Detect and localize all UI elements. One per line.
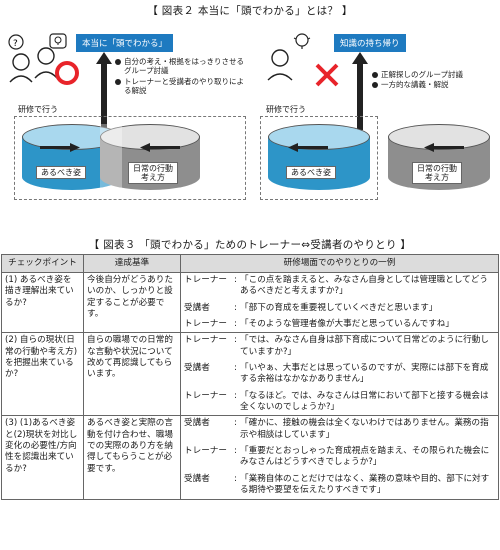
table-row: (1) あるべき姿を描き理解出来ているか? 今後自分がどうありたいのか、しっかり… [1, 271, 499, 334]
speaker: トレーナー [184, 390, 227, 401]
utterance: 「では、みなさん自身は部下育成について日常どのように行動していますか?」 [240, 335, 489, 357]
bullet-item: 一方的な講義・解説 [372, 80, 498, 89]
speaker: トレーナー [184, 319, 227, 330]
criterion-cell: 自らの職場での日常的な言動や状況について改めて再認識してもらいます。 [83, 332, 181, 417]
utterance: 「部下の育成を重要視していくべきだと思います」 [240, 302, 438, 313]
bullet-item: 正解探しのグループ討議 [372, 70, 498, 79]
exchange-line: 受講者:「確かに、接触の機会は全くないわけではありません。業務の指示や相談はして… [184, 418, 495, 441]
exchange-line: トレーナー:「なるほど。では、みなさんは日常において部下と接する機会は全くないの… [184, 391, 495, 414]
right-arrow-icon [40, 143, 80, 152]
speaker: 受講者 [184, 473, 210, 484]
checkpoint-cell: (3) (1)あるべき姿と(2)現状を対比し変化の必要性/方向性を認識出来ている… [1, 415, 84, 500]
cylinder-label-line2: 考え方 [425, 173, 449, 183]
table-row: (3) (1)あるべき姿と(2)現状を対比し変化の必要性/方向性を認識出来ている… [1, 415, 499, 500]
speaker: 受講者 [184, 418, 210, 429]
overlap-region [100, 124, 122, 190]
colon: : [234, 363, 237, 374]
bullet-list-right: 正解探しのグループ討議 一方的な講義・解説 [372, 70, 498, 91]
bullet-item: 自分の考え・根拠をはっきりさせるグループ討議 [115, 57, 247, 76]
bullet-list-left: 自分の考え・根拠をはっきりさせるグループ討議 トレーナーと受講者のやり取りによる… [115, 57, 247, 97]
exchange-line: 受講者:「いやぁ、大事だとは思っているのですが、実際には部下を育成する余裕はなか… [184, 363, 495, 386]
colon: : [234, 275, 237, 285]
table-header-row: チェックポイント 達成基準 研修場面でのやりとりの一例 [1, 254, 499, 273]
cylinder-label-line1: 日常の行動 [417, 164, 457, 173]
exchange-line: トレーナー:「そのような管理者像が大事だと思っているんですね」 [184, 319, 495, 330]
cylinder-label-line2: 考え方 [141, 173, 165, 183]
figure2-title: 【 図表２ 本当に「頭でわかる」とは？ 】 [147, 5, 353, 17]
colon: : [234, 302, 237, 313]
exchange-line: 受講者:「部下の育成を重要視していくべきだと思います」 [184, 303, 495, 314]
exchange-line: トレーナー:「この点を踏まえると、みなさん自身としては管理職としてどうあるべきだ… [184, 275, 495, 298]
header-exchange: 研修場面でのやりとりの一例 [180, 254, 499, 273]
cylinder-daily [388, 124, 490, 190]
bullet-item: トレーナーと受講者のやり取りによる解説 [115, 77, 247, 96]
exchange-line: トレーナー:「では、みなさん自身は部下育成について日常どのように行動していますか… [184, 335, 495, 358]
table-row: (2) 自らの現状(日常の行動や考え方)を把握出来ているか? 自らの職場での日常… [1, 332, 499, 417]
utterance: 「確かに、接触の機会は全くないわけではありません。業務の指示や相談はしています」 [240, 418, 489, 440]
cylinder-label-ideal: あるべき姿 [286, 166, 336, 180]
cross-mark-icon [314, 62, 340, 88]
exchange-cell: トレーナー:「では、みなさん自身は部下育成について日常どのように行動していますか… [180, 332, 499, 417]
circle-mark-icon [54, 60, 80, 86]
utterance: 「業務自体のことだけではなく、業務の意味や目的、部下に対する期待や要望を伝えたり… [240, 473, 490, 496]
colon: : [234, 319, 237, 330]
speaker: トレーナー [184, 446, 227, 457]
cylinder-label-line1: 日常の行動 [133, 164, 173, 173]
cylinder-label-ideal: あるべき姿 [36, 166, 86, 180]
left-arrow-icon [288, 143, 328, 152]
colon: : [234, 473, 237, 484]
criterion-cell: あるべき姿と実際の言動を付け合わせ、職場での実際のあり方を納得してもらうことが必… [83, 415, 181, 500]
cylinder-label-daily: 日常の行動 考え方 [412, 162, 462, 185]
utterance: 「重要だとおっしゃった育成視点を踏まえ、その限られた機会にみなさんはどうすべきで… [240, 446, 490, 468]
speaker: 受講者 [184, 363, 210, 374]
cylinder-ideal [268, 124, 370, 190]
svg-text:?: ? [13, 39, 18, 49]
speaker: 受講者 [184, 302, 210, 313]
header-criterion: 達成基準 [83, 254, 181, 273]
diagram-left: ? 本当に「頭でわかる」 自分の考え・根拠をはっきりさせるグループ討議 トレーナ… [0, 14, 248, 214]
speaker: トレーナー [184, 275, 227, 285]
exchange-cell: 受講者:「確かに、接触の機会は全くないわけではありません。業務の指示や相談はして… [180, 415, 499, 500]
area-label: 研修で行う [266, 105, 306, 114]
exchange-table: チェックポイント 達成基準 研修場面でのやりとりの一例 (1) あるべき姿を描き… [1, 254, 499, 500]
colon: : [234, 390, 237, 401]
up-arrow-icon [96, 52, 112, 132]
lecture-people-icon [258, 32, 324, 88]
left-arrow-icon [424, 143, 464, 152]
diagram-right: 知識の持ち帰り 正解探しのグループ討議 一方的な講義・解説 研修で行う あるべき… [252, 14, 500, 214]
concept-box-understand: 本当に「頭でわかる」 [76, 34, 174, 52]
exchange-cell: トレーナー:「この点を踏まえると、みなさん自身としては管理職としてどうあるべきだ… [180, 271, 499, 334]
left-arrow-icon [140, 143, 180, 152]
speaker: トレーナー [184, 335, 227, 346]
colon: : [234, 446, 237, 457]
header-checkpoint: チェックポイント [1, 254, 84, 273]
cylinder-label-daily: 日常の行動 考え方 [128, 162, 178, 185]
exchange-line: 受講者:「業務自体のことだけではなく、業務の意味や目的、部下に対する期待や要望を… [184, 474, 495, 497]
utterance: 「なるほど。では、みなさんは日常において部下と接する機会は全くないのでしょうか?… [240, 390, 489, 413]
area-label: 研修で行う [18, 105, 58, 114]
utterance: 「この点を踏まえると、みなさん自身としては管理職としてどうあるべきだと考えますか… [240, 275, 488, 297]
checkpoint-cell: (1) あるべき姿を描き理解出来ているか? [1, 271, 84, 334]
checkpoint-cell: (2) 自らの現状(日常の行動や考え方)を把握出来ているか? [1, 332, 84, 417]
figure3-title: 【 図表３ 「頭でわかる」ためのトレーナー⇔受講者のやりとり 】 [88, 239, 412, 251]
colon: : [234, 335, 237, 346]
training-area-box [260, 116, 378, 200]
colon: : [234, 418, 237, 429]
utterance: 「いやぁ、大事だとは思っているのですが、実際には部下を育成する余裕はなかなかあり… [240, 363, 489, 385]
discussion-people-icon: ? [6, 32, 72, 88]
concept-box-knowledge: 知識の持ち帰り [334, 34, 406, 52]
training-area-box [14, 116, 246, 200]
up-arrow-icon [352, 52, 368, 130]
exchange-table-wrap: チェックポイント 達成基準 研修場面でのやりとりの一例 (1) あるべき姿を描き… [1, 254, 499, 500]
criterion-cell: 今後自分がどうありたいのか、しっかりと設定することが必要です。 [83, 271, 181, 334]
utterance: 「そのような管理者像が大事だと思っているんですね」 [240, 319, 454, 330]
exchange-line: トレーナー:「重要だとおっしゃった育成視点を踏まえ、その限られた機会にみなさんは… [184, 446, 495, 469]
